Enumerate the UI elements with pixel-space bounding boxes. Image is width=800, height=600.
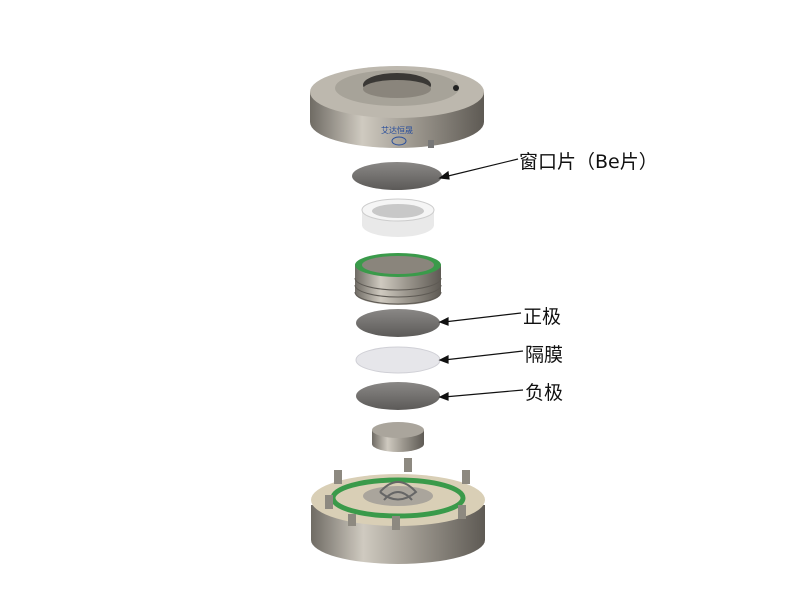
anode-disc xyxy=(356,382,440,410)
base xyxy=(311,458,485,564)
anode-label: 负极 xyxy=(525,382,564,404)
threaded-ring xyxy=(354,253,442,305)
window-label: 窗口片（Be片） xyxy=(519,151,658,173)
white-ring xyxy=(361,198,435,237)
logo-text: 艾达恒晟 xyxy=(381,125,413,135)
leader-lines xyxy=(438,158,524,401)
top-cap: 艾达恒晟 xyxy=(310,66,484,148)
spacer-cylinder xyxy=(372,422,424,452)
separator-label: 隔膜 xyxy=(525,344,564,366)
cathode-disc xyxy=(356,309,440,337)
window-disc xyxy=(352,162,442,190)
separator-disc xyxy=(355,346,441,374)
cathode-label: 正极 xyxy=(523,306,562,328)
